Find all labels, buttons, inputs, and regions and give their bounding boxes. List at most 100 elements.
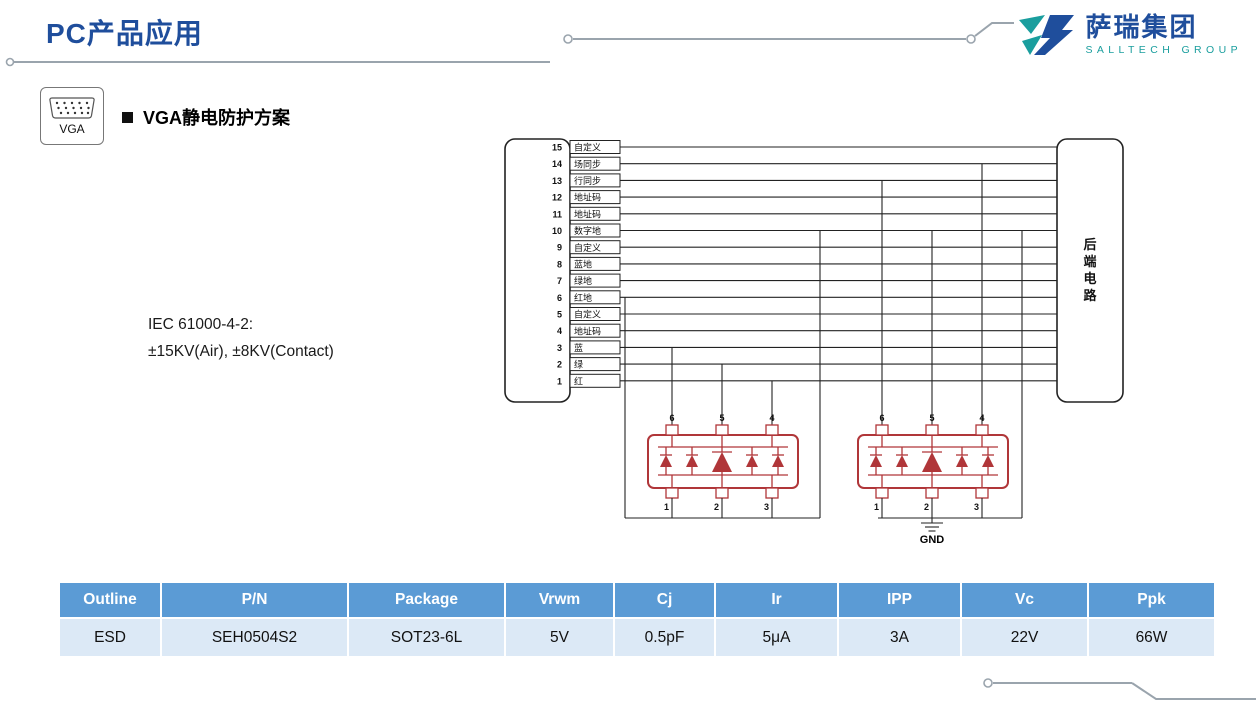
deco-diagonal — [1131, 682, 1256, 700]
pin-number: 4 — [557, 326, 562, 336]
vga-connector-icon: VGA — [40, 87, 104, 145]
pin-row-10: 10 数字地 — [552, 223, 1057, 238]
pin-label: 绿地 — [574, 275, 592, 286]
logo-teal-shape — [1019, 15, 1046, 34]
table-header-vrwm: Vrwm — [506, 583, 613, 617]
table-cell-vc: 22V — [962, 619, 1087, 656]
table-cell-ir: 5μA — [716, 619, 837, 656]
deco-circle — [966, 34, 976, 44]
gnd-symbol: GND — [920, 518, 945, 546]
pin-label: 自定义 — [574, 309, 601, 320]
vga-connector-dots — [55, 101, 90, 115]
logo-name: 萨瑞集团 — [1085, 11, 1198, 42]
pin-number: 11 — [552, 209, 562, 219]
backend-label-char: 路 — [1083, 288, 1097, 303]
pin-number: 2 — [557, 360, 562, 370]
esd-array-right — [857, 412, 1009, 519]
pin-number: 9 — [557, 243, 562, 253]
logo-blue-shape — [1034, 15, 1075, 55]
pin-row-6: 6 红地 — [557, 290, 1057, 305]
table-header-pn: P/N — [162, 583, 347, 617]
table-header-cj: Cj — [615, 583, 714, 617]
deco-circle — [5, 57, 15, 67]
table-cell-vrwm: 5V — [506, 619, 613, 656]
routing-wires — [624, 163, 1023, 519]
pin-row-13: 13 行同步 — [552, 173, 1057, 188]
pin-number: 5 — [557, 310, 562, 320]
pin-number: 14 — [552, 159, 562, 169]
pin-row-2: 2 绿 — [557, 357, 1057, 372]
table-cell-ipp: 3A — [839, 619, 960, 656]
heading-bullet-icon — [122, 111, 133, 123]
vga-esd-circuit-diagram: 6 5 4 1 2 3 后 端 电 路 15 自定义 14 场同步 13 行同步 — [504, 138, 1124, 546]
pin-label: 绿 — [574, 359, 583, 370]
page-title: PC产品应用 — [46, 18, 203, 49]
table-header-outline: Outline — [60, 583, 160, 617]
esd-standard-text: IEC 61000-4-2: ±15KV(Air), ±8KV(Contact) — [148, 311, 334, 365]
pin-number: 15 — [552, 143, 562, 153]
company-logo: 萨瑞集团 SALLTECH GROUP — [1017, 12, 1242, 58]
pin-label: 行同步 — [574, 175, 601, 186]
spec-table: Outline P/N Package Vrwm Cj Ir IPP Vc Pp… — [60, 583, 1214, 656]
pin-row-15: 15 自定义 — [552, 140, 1057, 154]
table-cell-cj: 0.5pF — [615, 619, 714, 656]
pin-row-1: 1 红 — [557, 373, 1057, 388]
table-header-ppk: Ppk — [1089, 583, 1214, 617]
pin-number: 1 — [557, 376, 562, 386]
esd-array-left — [647, 412, 799, 519]
pin-label: 红 — [574, 375, 583, 386]
pin-label: 蓝地 — [574, 259, 592, 270]
pin-label: 地址码 — [574, 192, 601, 203]
pin-row-14: 14 场同步 — [552, 156, 1057, 171]
section-heading-text: VGA静电防护方案 — [143, 108, 291, 128]
pin-label: 场同步 — [574, 159, 601, 169]
section-heading: VGA静电防护方案 — [122, 104, 290, 130]
pin-label: 自定义 — [574, 142, 601, 153]
table-cell-pn: SEH0504S2 — [162, 619, 347, 656]
pin-row-5: 5 自定义 — [557, 307, 1057, 321]
pin-row-11: 11 地址码 — [552, 206, 1057, 221]
gnd-label: GND — [920, 534, 945, 546]
standard-line-2: ±15KV(Air), ±8KV(Contact) — [148, 343, 334, 361]
table-cell-package: SOT23-6L — [349, 619, 504, 656]
backend-label-char: 电 — [1083, 271, 1096, 286]
table-header-ir: Ir — [716, 583, 837, 617]
pin-row-9: 9 自定义 — [557, 240, 1057, 255]
pin-label: 数字地 — [574, 225, 601, 236]
pin-label: 自定义 — [574, 242, 601, 253]
pin-label: 蓝 — [574, 342, 583, 353]
logo-teal-shape — [1022, 35, 1043, 55]
pin-label: 红地 — [574, 292, 592, 303]
pin-number: 10 — [552, 226, 562, 236]
backend-circuit-box — [1056, 138, 1124, 403]
pin-number: 12 — [552, 193, 562, 203]
pin-row-3: 3 蓝 — [557, 340, 1057, 355]
deco-diagonal — [974, 22, 1014, 37]
table-cell-ppk: 66W — [1089, 619, 1214, 656]
backend-label-char: 后 — [1083, 237, 1096, 252]
pin-number: 13 — [552, 176, 562, 186]
logo-subtitle: SALLTECH GROUP — [1085, 44, 1242, 57]
pin-row-4: 4 地址码 — [557, 323, 1057, 338]
table-header-vc: Vc — [962, 583, 1087, 617]
deco-circle — [983, 678, 993, 688]
standard-line-1: IEC 61000-4-2: — [148, 316, 254, 333]
pin-number: 7 — [557, 276, 562, 286]
vga-dsub-icon — [49, 97, 95, 119]
pin-row-7: 7 绿地 — [557, 273, 1057, 288]
pin-row-8: 8 蓝地 — [557, 256, 1057, 271]
table-cell-outline: ESD — [60, 619, 160, 656]
pin-row-12: 12 地址码 — [552, 190, 1057, 205]
pin-label: 地址码 — [574, 208, 601, 219]
deco-circle — [563, 34, 573, 44]
logo-text: 萨瑞集团 SALLTECH GROUP — [1085, 11, 1242, 57]
pin-number: 8 — [557, 259, 562, 269]
table-header-ipp: IPP — [839, 583, 960, 617]
vga-icon-label: VGA — [59, 122, 85, 136]
table-header-package: Package — [349, 583, 504, 617]
pin-number: 6 — [557, 293, 562, 303]
pin-number: 3 — [557, 343, 562, 353]
pin-label: 地址码 — [574, 325, 601, 336]
logo-mark-icon — [1019, 15, 1075, 55]
backend-label-char: 端 — [1083, 254, 1096, 269]
